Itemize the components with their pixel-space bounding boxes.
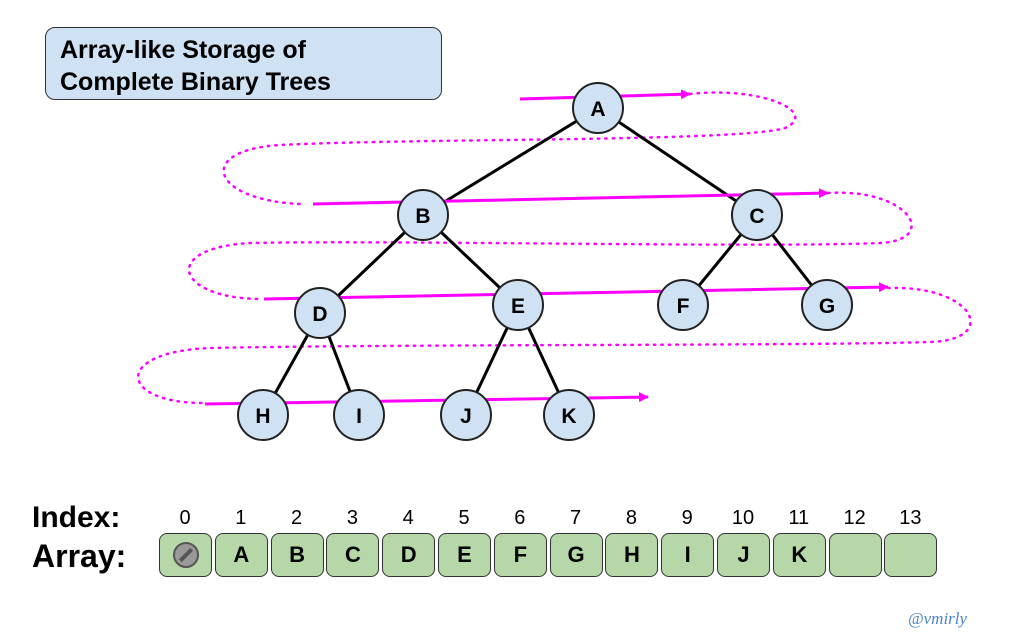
array-cell-value: A xyxy=(233,542,250,567)
index-number: 10 xyxy=(731,507,755,529)
connector-row2-row3 xyxy=(187,191,913,301)
tree-node-label: D xyxy=(312,303,327,326)
title-line-2: Complete Binary Trees xyxy=(60,68,331,96)
tree-node-circle xyxy=(440,389,492,441)
tree-node-j: J xyxy=(440,389,492,441)
index-number: 12 xyxy=(843,507,866,529)
array-cell-value: B xyxy=(289,542,306,567)
index-number: 1 xyxy=(235,507,247,529)
tree-node-label: K xyxy=(561,405,576,428)
tree-node-f: F xyxy=(657,279,709,331)
tree-node-label: F xyxy=(677,295,690,318)
tree-node-label: J xyxy=(460,405,472,428)
tree-node-circle xyxy=(397,189,449,241)
index-number: 7 xyxy=(570,507,582,529)
traversal-arrow-row3 xyxy=(263,282,889,301)
tree-node-a: A xyxy=(572,82,624,134)
array-cell: A xyxy=(214,533,268,577)
index-number: 4 xyxy=(402,507,414,529)
tree-node-circle xyxy=(572,82,624,134)
array-cell: K xyxy=(772,533,826,577)
tree-node-label: I xyxy=(356,405,362,428)
array-cell-value: J xyxy=(737,542,750,567)
tree-node-b: B xyxy=(397,189,449,241)
tree-node-label: H xyxy=(255,405,270,428)
tree-node-d: D xyxy=(294,287,346,339)
tree-node-h: H xyxy=(237,389,289,441)
array-cell: F xyxy=(493,533,547,577)
array-cell: E xyxy=(438,533,491,577)
array-cell: D xyxy=(382,533,436,577)
title-box: Array-like Storage of Complete Binary Tr… xyxy=(45,27,442,100)
tree-node-circle xyxy=(294,287,346,339)
tree-node-circle xyxy=(492,279,544,331)
array-cell xyxy=(884,533,938,577)
author-credit: @vmirly xyxy=(908,609,968,628)
index-number: 9 xyxy=(681,507,693,529)
array-cell: B xyxy=(270,533,324,577)
array-cell-value: I xyxy=(684,542,691,567)
array-cell-value: H xyxy=(623,542,640,567)
array-cell: C xyxy=(326,533,380,577)
tree-node-g: G xyxy=(801,279,853,331)
null-symbol-icon xyxy=(172,542,199,568)
tree-edges xyxy=(261,106,829,416)
traversal-dotted-connectors xyxy=(136,91,972,405)
tree-node-circle xyxy=(731,189,783,241)
index-number: 2 xyxy=(291,507,303,529)
tree-node-circle xyxy=(237,389,289,441)
array-cell: I xyxy=(661,533,715,577)
tree-node-label: C xyxy=(749,205,764,228)
tree-node-c: C xyxy=(731,189,783,241)
array-row-label: Array: xyxy=(32,538,127,574)
tree-node-circle xyxy=(543,389,595,441)
tree-node-label: B xyxy=(415,205,430,228)
array-cell xyxy=(159,533,212,577)
array-cell-value: G xyxy=(567,542,585,567)
title-line-1: Array-like Storage of xyxy=(60,36,306,64)
array-cell: H xyxy=(605,533,659,577)
tree-edge-a-c xyxy=(597,106,758,217)
tree-node-i: I xyxy=(333,389,385,441)
connector-row3-row4 xyxy=(136,286,972,405)
array-cell-value: C xyxy=(344,542,361,567)
tree-node-e: E xyxy=(492,279,544,331)
tree-node-circle xyxy=(333,389,385,441)
index-number: 11 xyxy=(788,507,810,529)
tree-edge-a-b xyxy=(422,106,599,217)
index-row-label: Index: xyxy=(32,501,121,534)
index-number: 6 xyxy=(514,507,526,529)
tree-node-circle xyxy=(801,279,853,331)
index-number: 0 xyxy=(179,507,191,529)
index-number: 13 xyxy=(899,507,922,529)
tree-node-label: A xyxy=(590,98,605,121)
index-number: 8 xyxy=(625,507,637,529)
index-number: 5 xyxy=(458,507,470,529)
array-cell-value: E xyxy=(457,542,472,567)
array-cell xyxy=(828,533,882,577)
tree-nodes: A B C D E F G H I J K xyxy=(237,82,853,441)
array-cell-value: D xyxy=(400,542,417,567)
tree-node-label: E xyxy=(511,295,525,318)
tree-node-k: K xyxy=(543,389,595,441)
index-number: 3 xyxy=(346,507,358,529)
tree-node-circle xyxy=(657,279,709,331)
array-cell-value: K xyxy=(791,542,808,567)
array-cell: J xyxy=(717,533,770,577)
connector-row1-row2 xyxy=(222,91,797,206)
array-cell-value: F xyxy=(513,542,528,567)
array-cell: G xyxy=(549,533,603,577)
tree-node-label: G xyxy=(819,295,835,318)
